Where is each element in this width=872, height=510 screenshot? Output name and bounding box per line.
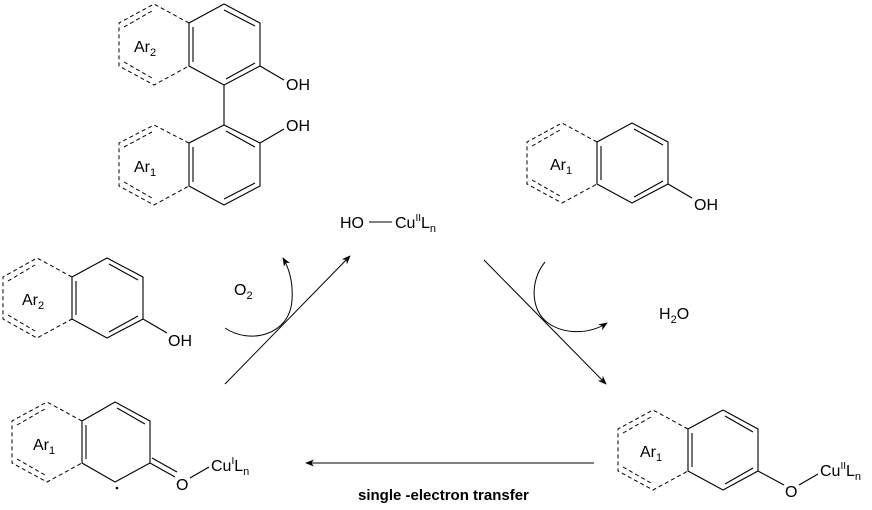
cycle-arrow-right [483,259,607,385]
naphthoxide-cu-label: CuIILn [820,461,861,483]
radical-copper-complex-structure: O CuILn Ar1 [11,401,249,494]
binol-upper-ring [188,3,261,86]
binol-oh-upper: OH [286,77,310,94]
cycle-arrow-left [224,255,351,385]
naphthol-ar2-label: Ar2 [22,292,44,312]
binol-lower-ring [188,124,261,206]
binol-structure: OH Ar2 OH Ar1 [118,3,310,206]
catalyst-ho-label: HO [340,215,364,232]
binol-upper-dashed-ring [118,3,190,86]
binol-ar2-label: Ar2 [134,39,156,59]
binol-oh-lower: OH [286,118,310,135]
catalyst-cu-label: CuIILn [395,213,436,235]
binol-c-o-bond-upper [259,65,285,81]
naphthol-ar2-structure: OH Ar2 [2,257,192,350]
binol-ar1-label: Ar1 [134,159,156,179]
radical-o-label: O [176,477,188,494]
naphthol-ar1-label: Ar1 [550,157,572,177]
copper-naphthoxide-structure: O CuIILn Ar1 [617,409,861,501]
copper-hydroxide-catalyst: HO CuIILn [340,213,436,235]
h2o-curved-arrow [533,261,608,333]
naphthol-ar2-oh: OH [168,333,192,350]
naphthol-ar1-oh: OH [694,197,718,214]
radical-dot [115,486,119,490]
h2o-label: H2O [659,306,689,326]
naphthol-ar1-structure: OH Ar1 [526,122,718,214]
naphthoxide-o-label: O [785,484,797,501]
binol-lower-dashed-ring [118,124,190,206]
set-step-label: single -electron transfer [358,487,529,504]
radical-ar1-label: Ar1 [33,437,55,457]
binol-c-o-bond-lower [259,128,285,144]
o2-curved-arrow [224,257,293,337]
naphthoxide-ar1-label: Ar1 [640,444,662,464]
o2-label: O2 [234,282,253,302]
radical-cu-label: CuILn [211,456,249,478]
